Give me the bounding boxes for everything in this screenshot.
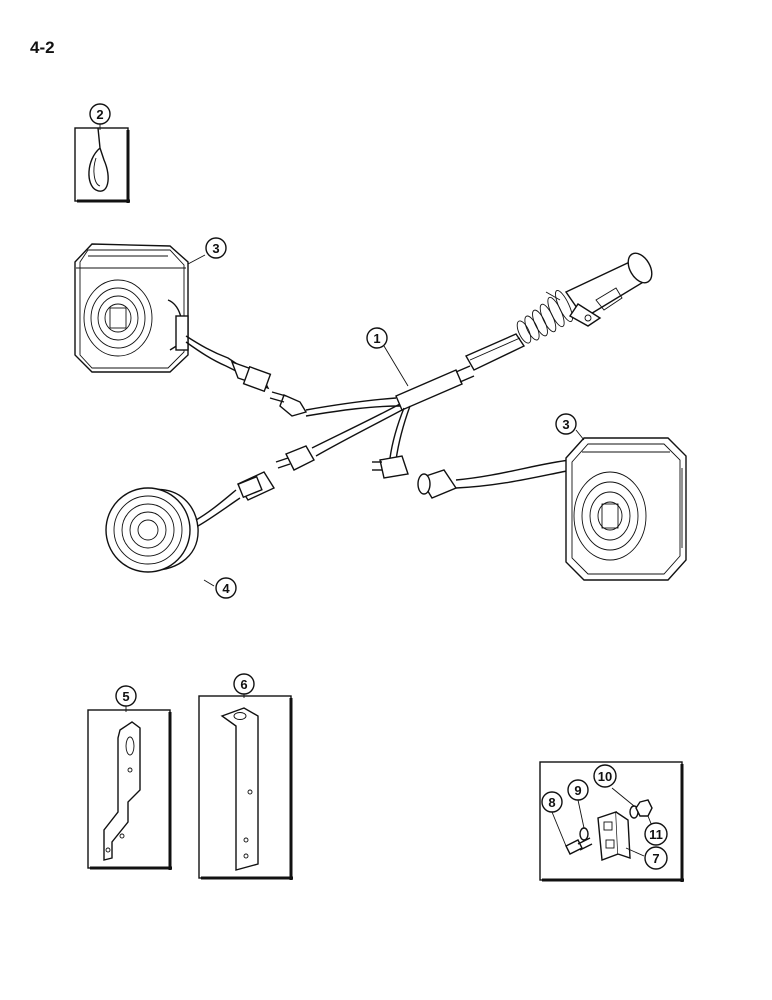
callout-7-label: 7 <box>652 851 659 866</box>
callout-4-label: 4 <box>222 581 230 596</box>
callout-9: 9 <box>567 779 589 801</box>
callout-11: 11 <box>644 822 668 846</box>
leader-lines <box>99 124 653 857</box>
part-4-round-lamp <box>105 487 241 573</box>
callout-3-right-label: 3 <box>562 417 569 432</box>
callout-1-label: 1 <box>373 331 380 346</box>
callout-8-label: 8 <box>548 795 555 810</box>
callout-10: 10 <box>593 764 617 788</box>
callout-7: 7 <box>644 846 668 870</box>
callout-2: 2 <box>89 103 111 125</box>
trailer-plug <box>465 252 653 371</box>
callout-3-right: 3 <box>555 413 577 435</box>
callout-6-label: 6 <box>240 677 247 692</box>
part-6-bracket-panel <box>198 695 293 880</box>
part-3-lamp-right <box>565 437 687 581</box>
connector-upper-left <box>269 391 308 417</box>
callout-5: 5 <box>115 685 137 707</box>
callout-10-label: 10 <box>598 769 612 784</box>
callout-4: 4 <box>215 577 237 599</box>
callout-9-label: 9 <box>574 783 581 798</box>
right-lamp-cable <box>455 459 573 489</box>
connector-lower-right <box>372 455 458 499</box>
page-number: 4-2 <box>30 38 55 57</box>
part-5-bracket-panel <box>87 709 172 870</box>
callout-8: 8 <box>541 791 563 813</box>
callout-1: 1 <box>366 327 388 349</box>
callout-3-left-label: 3 <box>212 241 219 256</box>
part-3-lamp-left <box>74 243 189 373</box>
part-2-strap-panel <box>74 127 130 203</box>
left-lamp-cable <box>185 335 272 393</box>
callout-6: 6 <box>233 673 255 695</box>
callout-2-label: 2 <box>96 107 103 122</box>
callout-5-label: 5 <box>122 689 129 704</box>
callout-11-label: 11 <box>649 827 663 842</box>
connector-lower-left <box>236 445 315 501</box>
part-1-harness <box>305 365 475 461</box>
hardware-panel <box>539 761 684 882</box>
callout-3-left: 3 <box>205 237 227 259</box>
